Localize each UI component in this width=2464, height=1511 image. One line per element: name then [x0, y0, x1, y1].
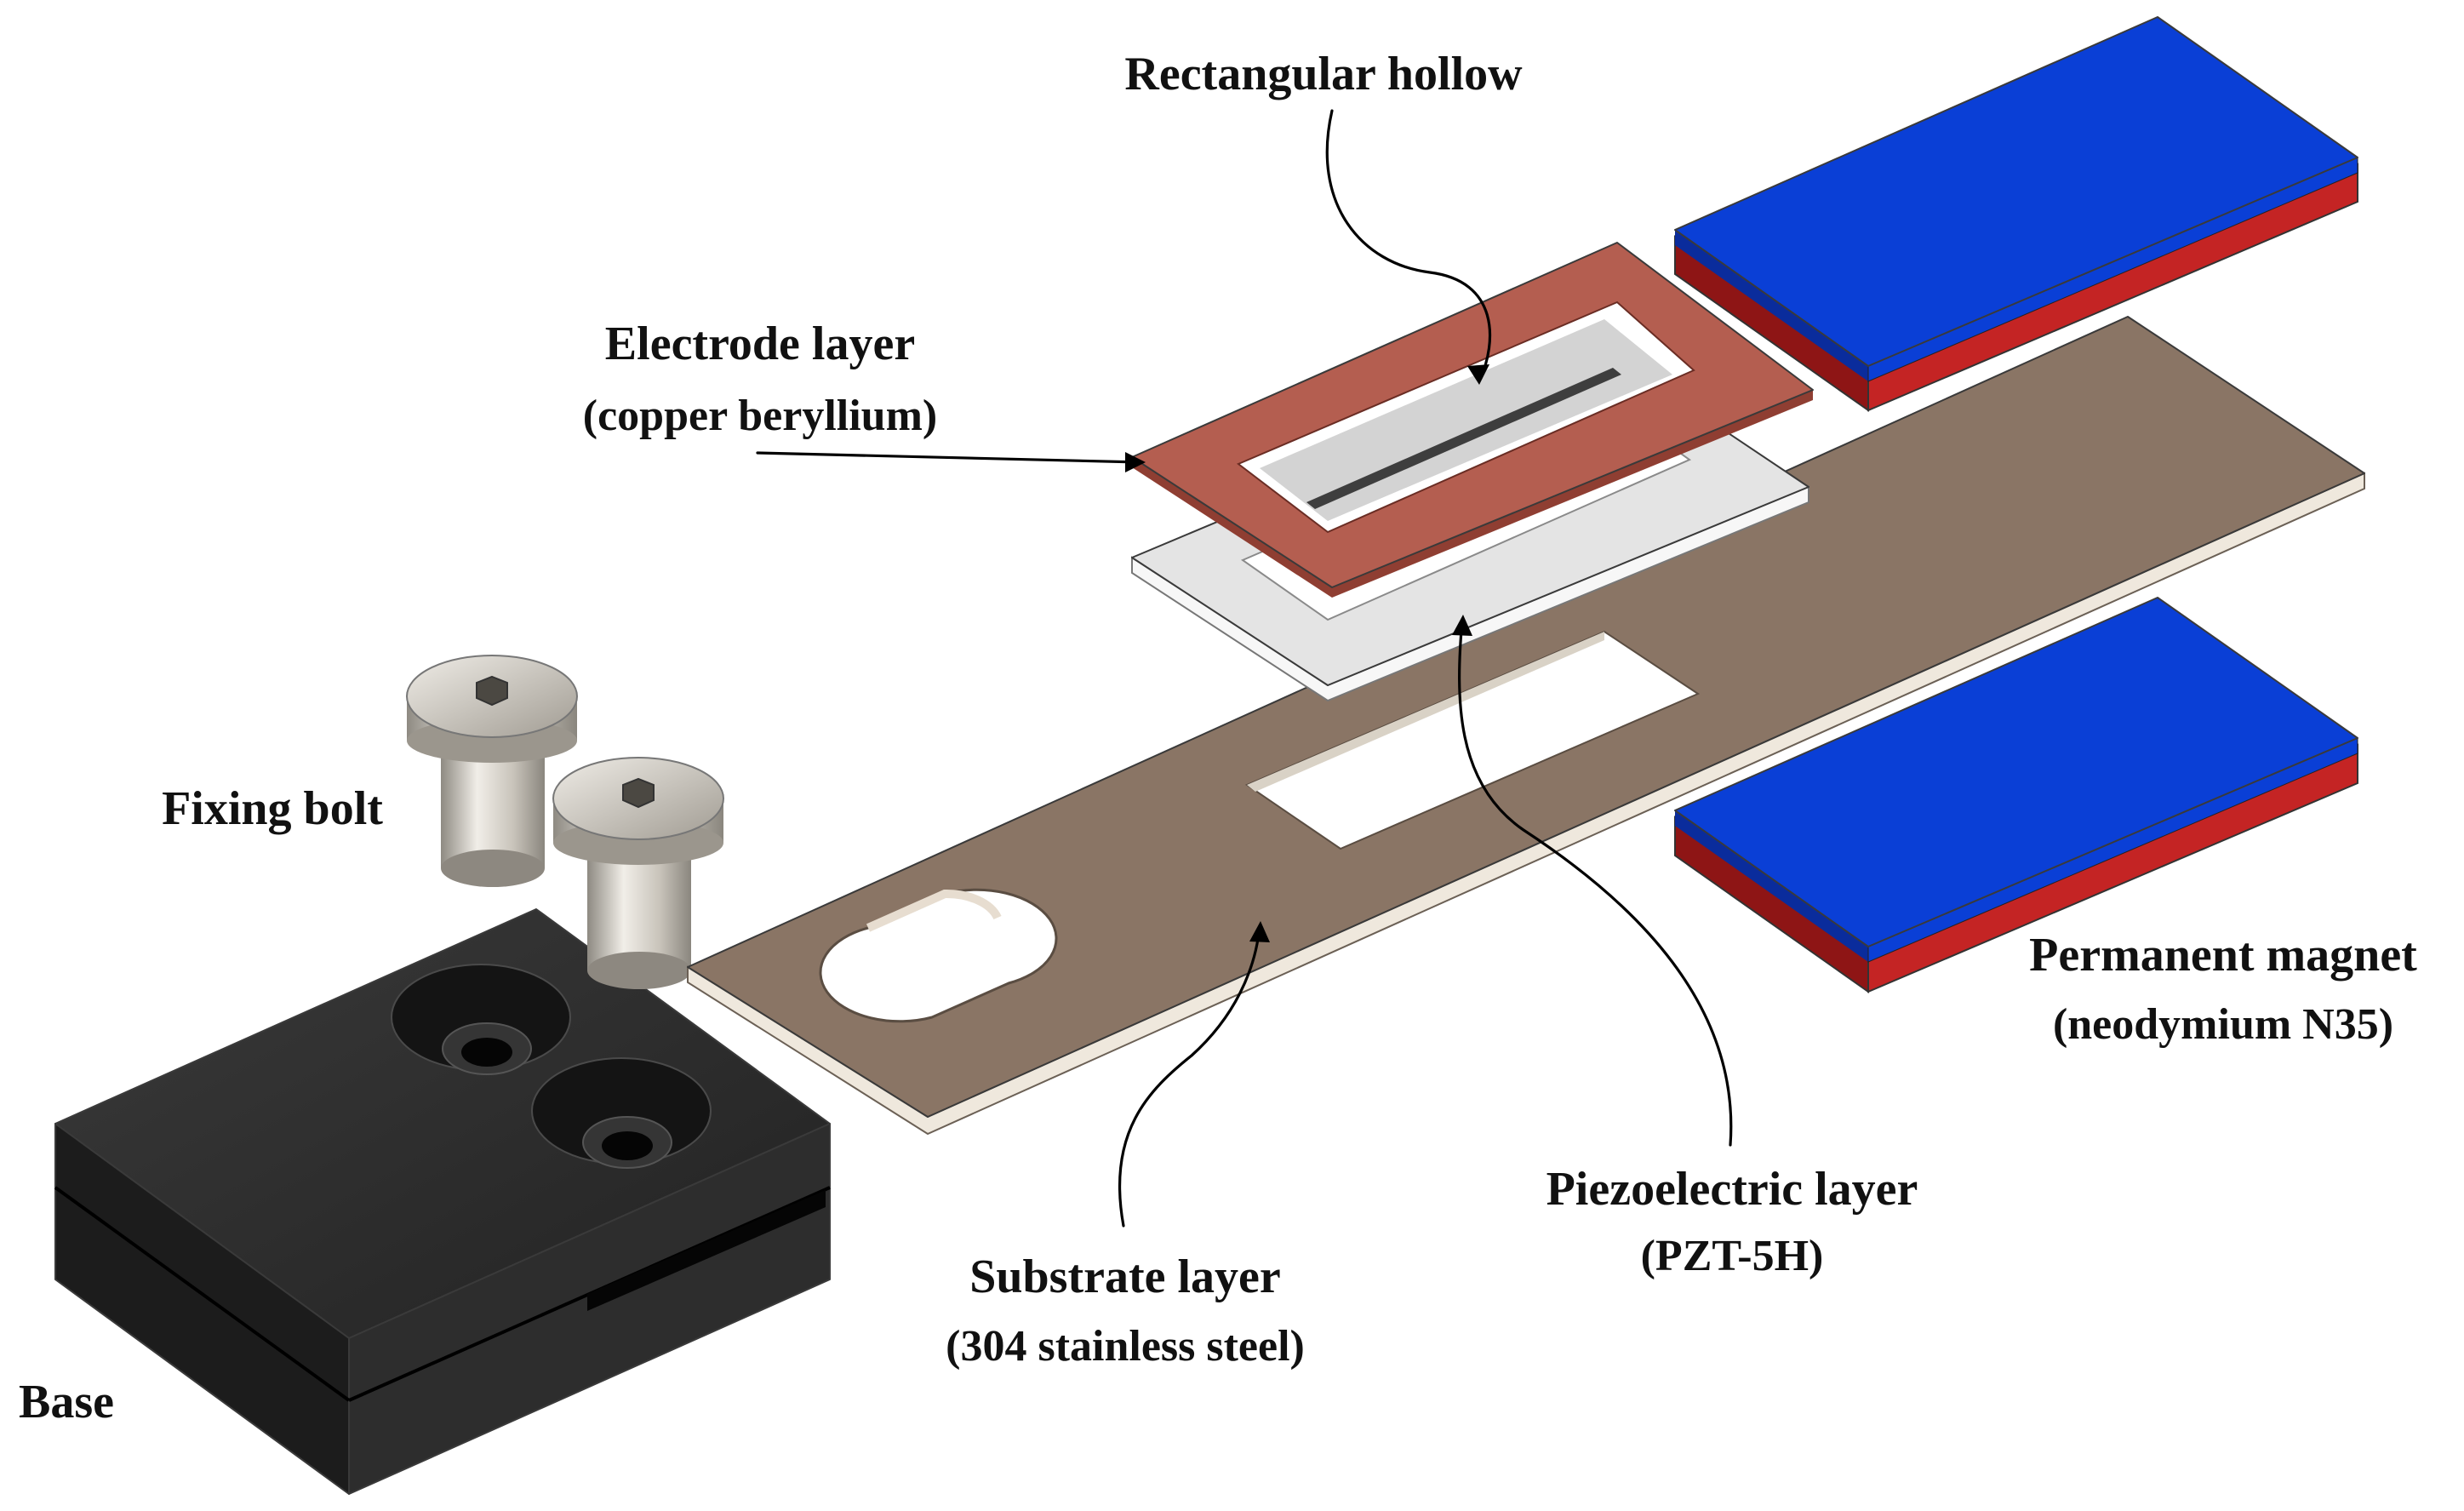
label-electrode-material: (copper beryllium) — [583, 392, 937, 440]
fixing-bolt-1 — [406, 655, 578, 887]
label-substrate-name: Substrate layer — [969, 1251, 1281, 1303]
label-permanent-magnet-material: (neodymium N35) — [2053, 1000, 2393, 1049]
fixing-bolt-2 — [552, 757, 724, 989]
label-piezoelectric-material: (PZT-5H) — [1641, 1232, 1824, 1280]
substrate-slot — [819, 888, 1058, 1023]
leader-electrode-arrow — [1125, 452, 1146, 472]
permanent-magnet-top — [1674, 16, 2358, 412]
leader-piezoelectric-arrow — [1452, 615, 1472, 636]
label-piezoelectric-name: Piezoelectric layer — [1546, 1163, 1918, 1216]
label-substrate-material: (304 stainless steel) — [946, 1322, 1305, 1371]
base-hole-2 — [531, 1057, 712, 1169]
substrate-layer — [687, 316, 2365, 1136]
label-base: Base — [19, 1376, 114, 1428]
label-fixing-bolt: Fixing bolt — [162, 782, 383, 835]
leader-piezoelectric — [1458, 618, 1733, 1147]
base-block — [54, 908, 831, 1495]
base-slot-line-left — [54, 1186, 351, 1402]
leader-rectangular-hollow — [1325, 109, 1492, 383]
leader-rectangular-hollow-arrow — [1467, 364, 1489, 385]
leader-substrate-arrow — [1249, 921, 1270, 942]
base-hole-1 — [391, 964, 571, 1075]
permanent-magnet-bottom — [1674, 597, 2358, 993]
label-electrode-name: Electrode layer — [605, 318, 915, 370]
label-rectangular-hollow: Rectangular hollow — [1124, 48, 1523, 100]
base-side-slot — [587, 1190, 826, 1311]
electrode-layer — [1131, 242, 1814, 598]
leader-substrate — [1118, 924, 1261, 1228]
label-permanent-magnet-name: Permanent magnet — [2029, 929, 2417, 982]
leader-electrode — [756, 451, 1142, 464]
